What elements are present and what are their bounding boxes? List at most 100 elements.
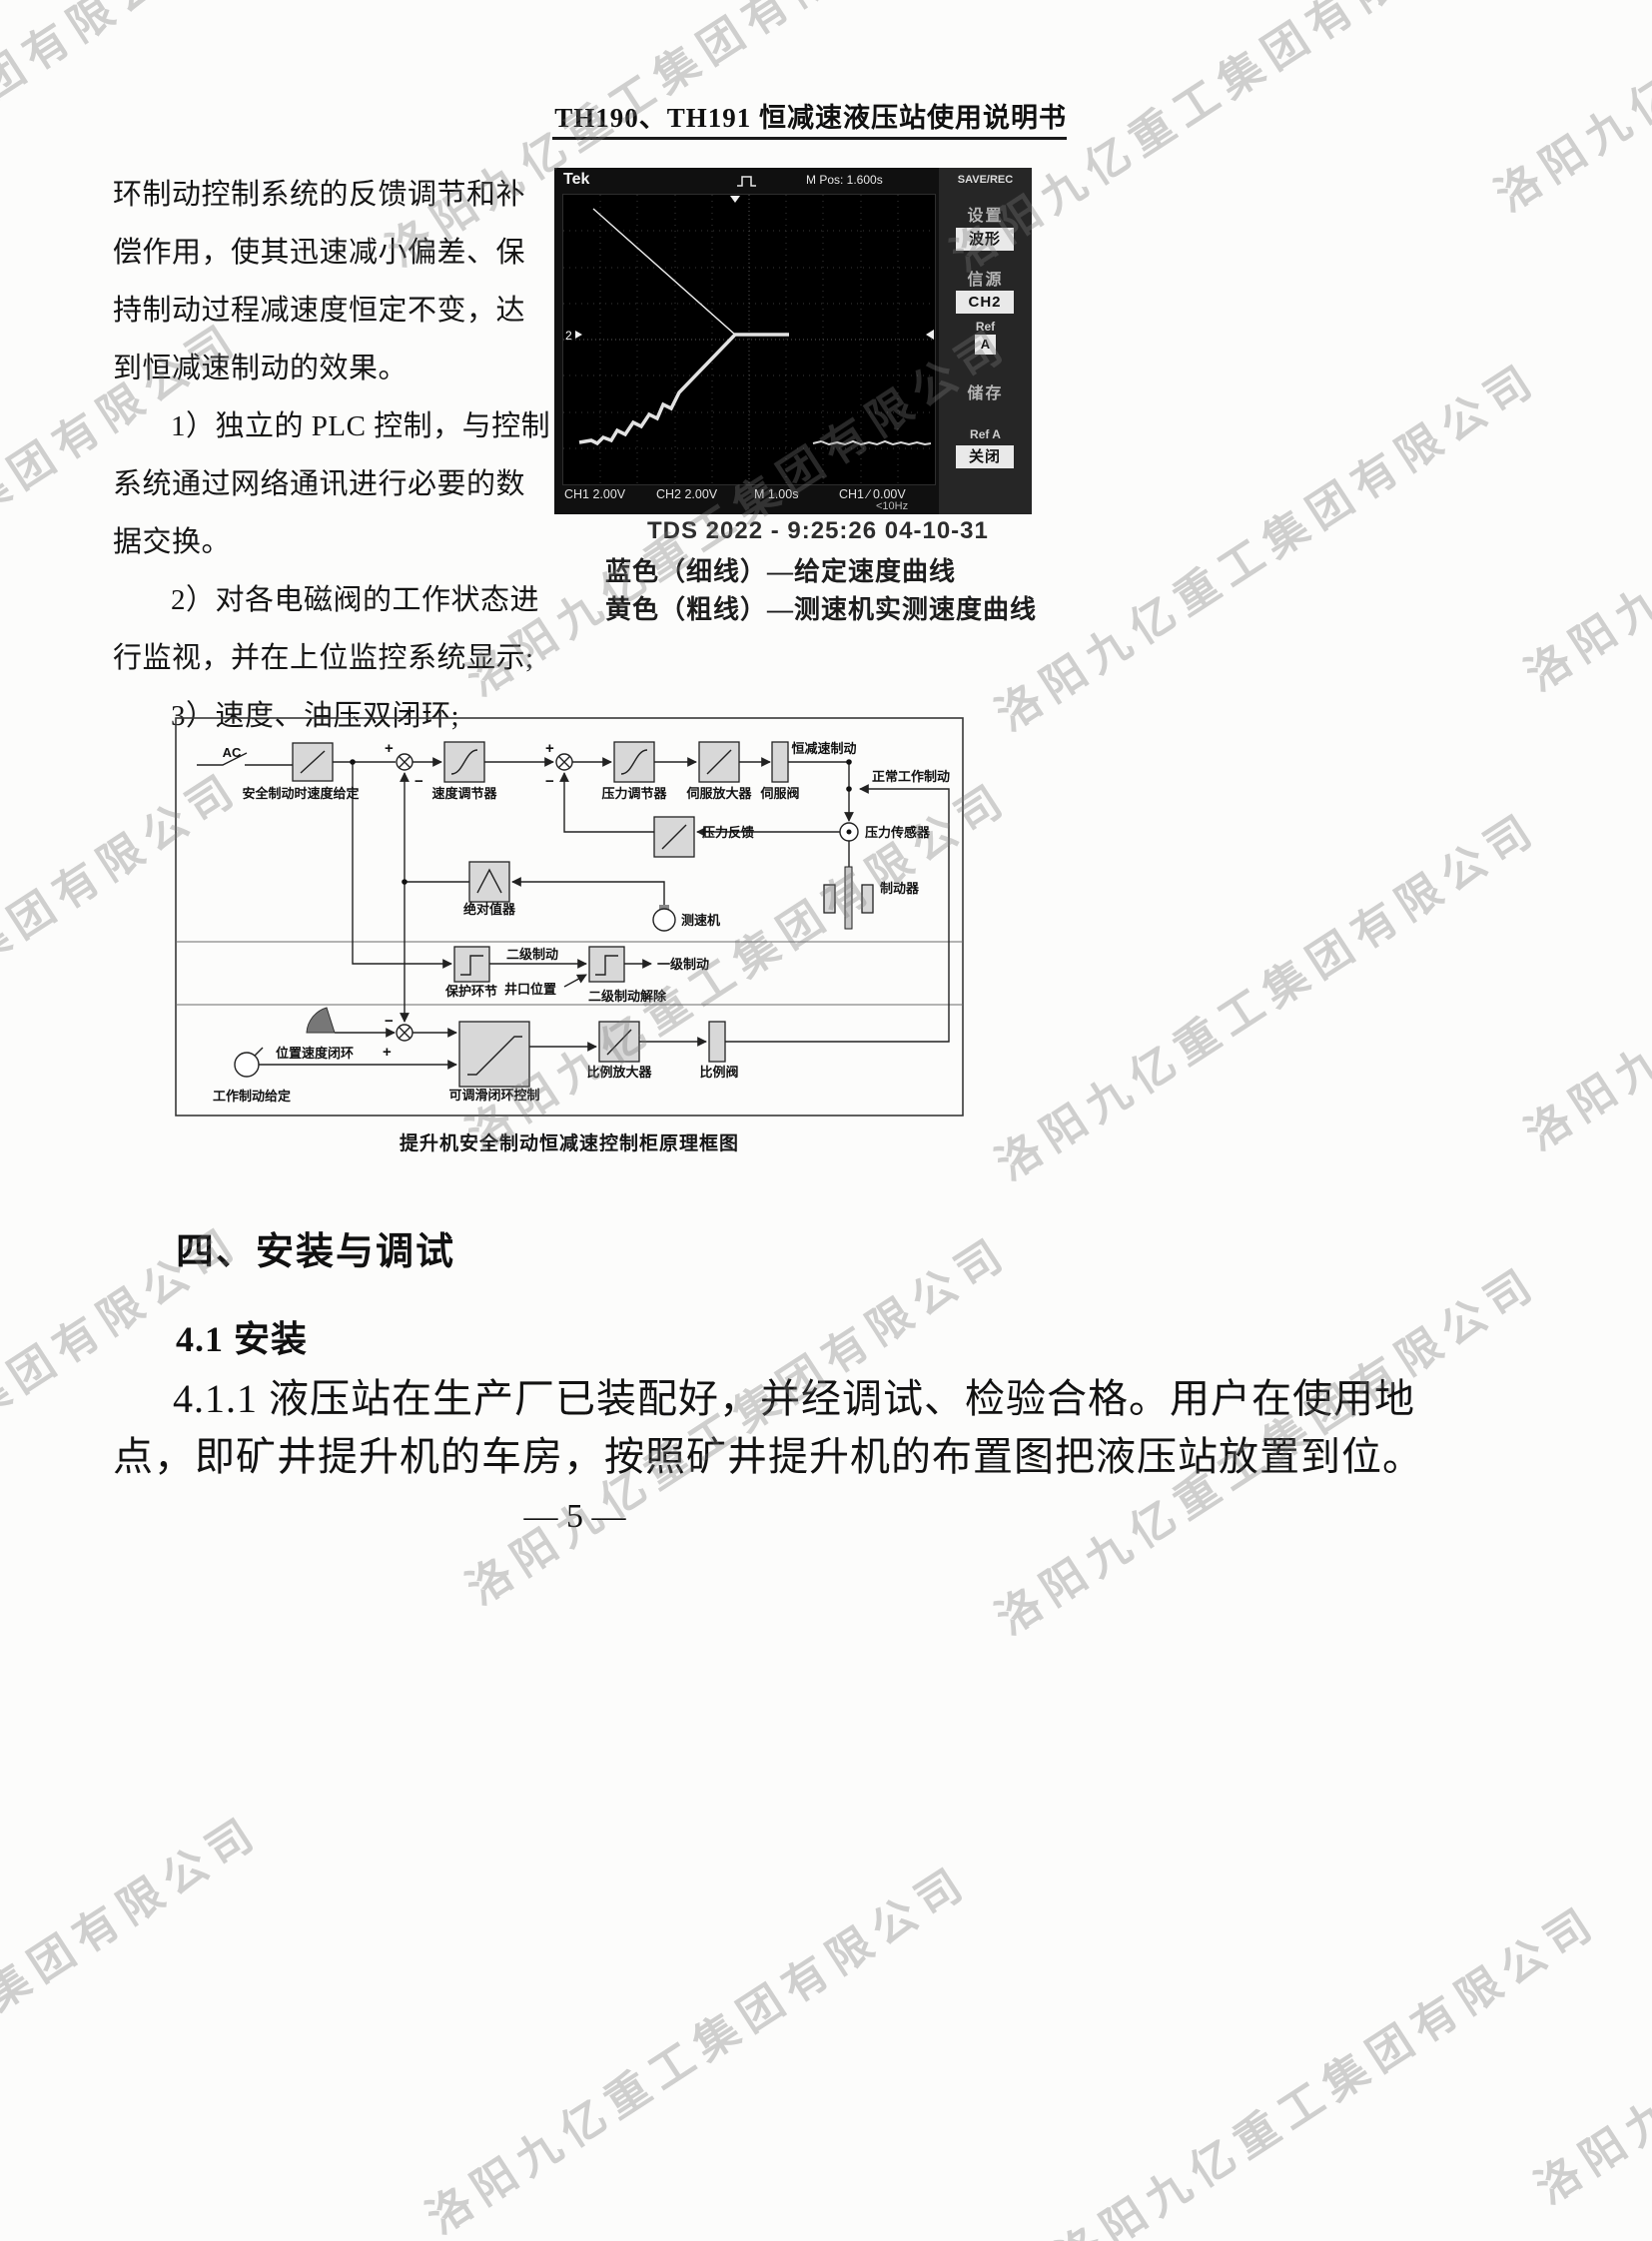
- label-tachometer: 测速机: [681, 913, 720, 928]
- diagram-connectors: [197, 752, 950, 1070]
- intro-line: 持制动过程减速度恒定不变，达: [113, 295, 526, 327]
- menu-item-save-rec: SAVE/REC: [957, 174, 1014, 186]
- brake-pad-left: [823, 884, 836, 914]
- intro-line: 行监视，并在上位监控系统显示;: [113, 642, 534, 674]
- label-proportional-valve: 比例阀: [699, 1065, 738, 1080]
- block-adjustable-loop: [458, 1021, 530, 1088]
- scope-brand: Tek: [563, 171, 590, 188]
- label-safe-speed: 安全制动时速度给定: [242, 786, 359, 801]
- measured-speed-trace: [578, 333, 789, 446]
- scope-caption-timestamp: TDS 2022 - 9:25:26 04-10-31: [647, 517, 989, 544]
- control-block-diagram: AC 安全制动时速度给定 + − 速度调节器 + − 压力调节器 伺服放大器 伺…: [175, 717, 964, 1117]
- brake-pad-right: [861, 884, 874, 914]
- watermark-text: 洛阳九亿重工集团有限公司: [0, 1806, 270, 2194]
- label-first-brake: 一级制动: [657, 957, 709, 972]
- scope-menu-column: SAVE/REC 设置 波形 信源 CH2 Ref A 储存 Ref A 关闭: [939, 168, 1032, 514]
- trigger-pulse-icon: [736, 175, 758, 193]
- block-servo-valve: [771, 741, 789, 783]
- tachometer-symbol: [652, 908, 676, 932]
- watermark-text: 洛阳九亿重工集团有限公司: [1527, 1826, 1652, 2214]
- block-proportional-valve: [708, 1021, 726, 1063]
- scope-m-pos: M Pos: 1.600s: [806, 173, 883, 187]
- minus-sign: −: [545, 773, 554, 790]
- brake-disc: [844, 866, 853, 930]
- diagram-caption: 提升机安全制动恒减速控制柜原理框图: [399, 1133, 739, 1154]
- block-brake-stage: [588, 946, 625, 983]
- watermark-text: 洛阳九亿重工集团有限公司: [1487, 0, 1652, 222]
- scope-screen: 2: [562, 194, 936, 485]
- label-second-brake-release: 二级制动解除: [588, 989, 667, 1004]
- page-number: — 5 —: [523, 1498, 626, 1535]
- menu-item-source: 信源: [967, 272, 1004, 289]
- scope-status-frequency: <10Hz: [876, 500, 909, 512]
- scope-caption-yellow: 黄色（粗线）—测速机实测速度曲线: [605, 595, 1038, 624]
- baseline-trace: [812, 439, 932, 446]
- menu-item-store: 储存: [967, 385, 1004, 402]
- menu-item-ref: Ref: [975, 320, 996, 334]
- work-brake-dial-symbol: [234, 1052, 260, 1078]
- paragraph-line: 点，即矿井提升机的车房，按照矿井提升机的布置图把液压站放置到位。: [113, 1434, 1423, 1479]
- label-position-speed-loop: 位置速度闭环: [276, 1046, 354, 1061]
- intro-line: 环制动控制系统的反馈调节和补: [113, 179, 526, 211]
- watermark-text: 洛阳九亿重工集团有限公司: [1048, 1895, 1608, 2241]
- intro-line: 2）对各电磁阀的工作状态进: [171, 584, 540, 616]
- menu-item-ref-a2: Ref A: [970, 427, 1001, 441]
- label-pressure-regulator: 压力调节器: [601, 786, 667, 801]
- watermark-text: 洛阳九亿重工集团有限公司: [988, 353, 1548, 741]
- label-adjustable-loop: 可调滑闭环控制: [448, 1088, 539, 1103]
- label-absolute-value: 绝对值器: [463, 902, 516, 917]
- section-heading-install: 四、安装与调试: [176, 1231, 456, 1273]
- intro-line: 到恒减速制动的效果。: [113, 353, 409, 384]
- diagram-border: [175, 717, 964, 1117]
- watermark-text: 洛阳九亿重工集团有限公司: [418, 1856, 979, 2241]
- label-servo-valve: 伺服阀: [759, 786, 799, 801]
- scope-status-ch1: CH1 2.00V: [564, 487, 626, 501]
- block-safe-speed: [292, 742, 334, 782]
- intro-paragraph: 环制动控制系统的反馈调节和补 偿作用，使其迅速减小偏差、保 持制动过程减速度恒定…: [113, 166, 551, 745]
- ch2-channel-marker: 2: [565, 329, 572, 343]
- graticule-center: [563, 195, 935, 484]
- subsection-heading-41: 4.1 安装: [176, 1319, 309, 1359]
- label-wellhead-position: 井口位置: [504, 982, 556, 997]
- intro-line: 1）独立的 PLC 控制，与控制: [171, 410, 551, 442]
- paragraph-line: 4.1.1 液压站在生产厂已装配好，并经调试、检验合格。用户在使用地: [173, 1376, 1415, 1421]
- label-work-brake-given: 工作制动给定: [213, 1089, 291, 1104]
- header-rule: [552, 137, 1067, 140]
- watermark-text: 洛阳九亿重工集团有限公司: [1517, 313, 1652, 701]
- scope-waveform-svg: 2: [563, 195, 935, 484]
- menu-item-close: 关闭: [956, 445, 1014, 468]
- label-normal-brake: 正常工作制动: [872, 769, 950, 784]
- menu-item-ch2: CH2: [956, 291, 1014, 314]
- label-second-brake: 二级制动: [506, 947, 558, 962]
- position-speed-sector-symbol: [306, 1007, 336, 1034]
- label-speed-regulator: 速度调节器: [431, 786, 497, 801]
- oscilloscope-image: Tek M Pos: 1.600s: [554, 168, 1032, 514]
- tacho-shaft: [659, 905, 669, 910]
- plus-sign: +: [383, 1044, 392, 1061]
- level-marker: [926, 330, 934, 340]
- label-const-decel-brake: 恒减速制动: [791, 741, 856, 756]
- scope-caption-blue: 蓝色（细线）—给定速度曲线: [605, 557, 957, 586]
- scope-status-ch2: CH2 2.00V: [656, 487, 718, 501]
- trigger-position-marker: [730, 196, 740, 203]
- watermark-text: 洛阳九亿重工集团有限公司: [988, 802, 1548, 1190]
- minus-sign: −: [385, 1013, 394, 1030]
- scope-status-time: M 1.00s: [754, 487, 799, 501]
- intro-line: 3）速度、油压双闭环;: [171, 700, 460, 732]
- intro-line: 据交换。: [113, 526, 232, 558]
- ch2-arrow-marker: [575, 331, 582, 339]
- scope-topbar: Tek M Pos: 1.600s: [554, 168, 939, 194]
- given-speed-trace: [592, 208, 789, 336]
- block-absolute-value: [468, 861, 510, 903]
- page-header-title: TH190、TH191 恒减速液压站使用说明书: [554, 103, 1067, 133]
- label-brake: 制动器: [880, 881, 920, 896]
- label-servo-amplifier: 伺服放大器: [685, 786, 752, 801]
- menu-item-ref-a: A: [975, 335, 996, 355]
- ac-label: AC: [223, 745, 242, 760]
- intro-line: 系统通过网络通讯进行必要的数: [113, 468, 526, 500]
- menu-item-waveform: 波形: [956, 228, 1014, 251]
- plus-sign: +: [545, 740, 554, 757]
- plus-sign: +: [385, 740, 394, 757]
- label-proportional-amplifier: 比例放大器: [586, 1065, 652, 1080]
- minus-sign: −: [414, 773, 423, 790]
